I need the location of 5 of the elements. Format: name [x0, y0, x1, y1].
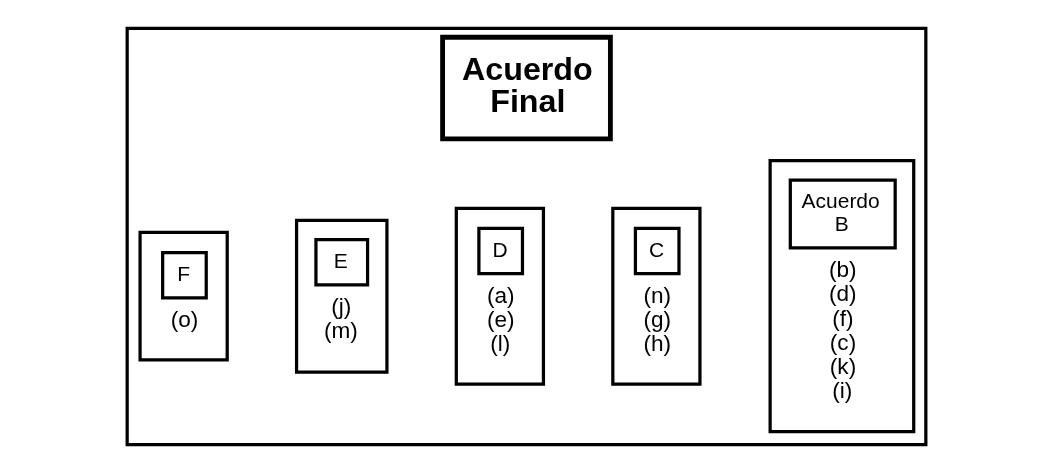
node-box: F (o) — [138, 230, 229, 362]
node-box: Acuerdo B (b) (d) (f) (c) (k) (i) — [768, 158, 916, 433]
node-box: C (n) (g) (h) — [611, 206, 702, 386]
node-box: E (j) (m) — [294, 218, 389, 374]
node-box: D (a) (e) (l) — [454, 206, 546, 386]
